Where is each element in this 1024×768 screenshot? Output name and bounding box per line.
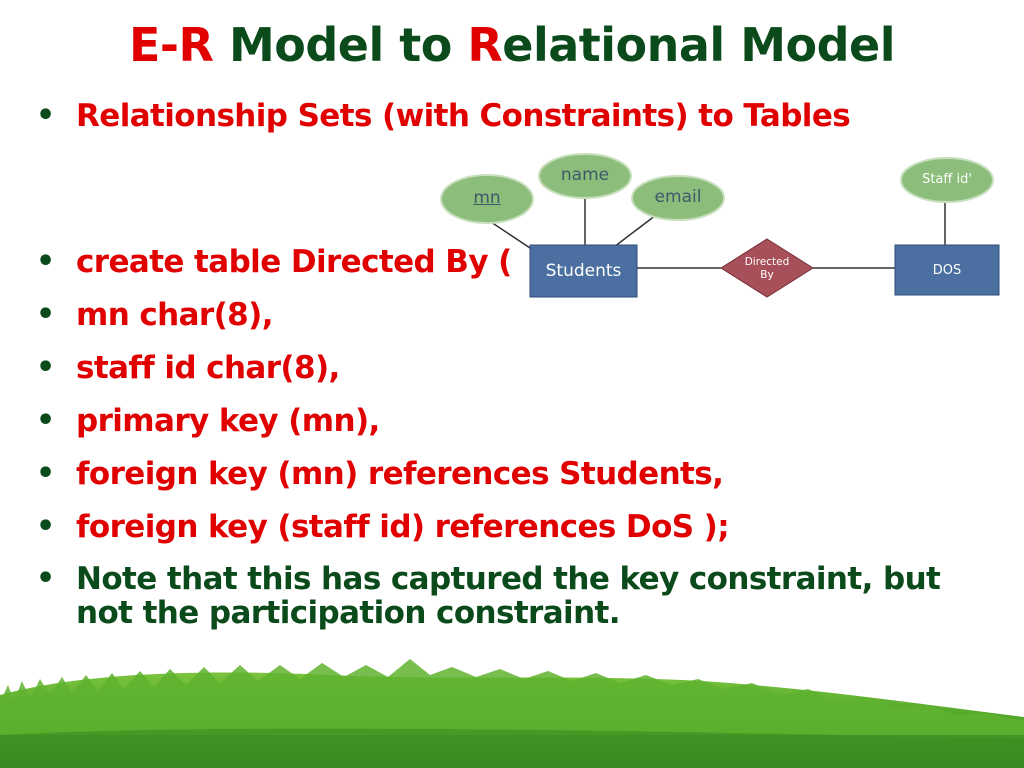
title-model-to: Model to: [213, 18, 468, 72]
bullet-item: foreign key (mn) references Students,: [30, 456, 990, 492]
title-er: E-R: [129, 18, 214, 72]
attribute-ellipse-staff-id: [900, 157, 994, 203]
bullet-item-note: Note that this has captured the key cons…: [30, 562, 990, 630]
attribute-staff-id-text: Staff id': [922, 172, 972, 187]
connector-line: [609, 211, 661, 251]
entity-dos-text: DOS: [932, 262, 962, 278]
attribute-name-text: name: [560, 165, 610, 185]
bullet-list: Relationship Sets (with Constraints) to …: [30, 98, 990, 630]
bullet-item: staff id char(8),: [30, 350, 990, 386]
attribute-mn-text: mn: [473, 188, 501, 208]
relationship-text-line2: By: [760, 269, 774, 281]
entity-box-dos: [894, 244, 1000, 296]
attribute-label-staff-id: Staff id': [909, 172, 985, 187]
attribute-ellipse-mn: [440, 174, 534, 224]
bullet-item: create table Directed By (: [30, 244, 990, 280]
entity-label-dos: DOS: [895, 245, 999, 295]
relationship-label: Directed By: [731, 254, 803, 284]
attribute-ellipse-email: [631, 175, 725, 221]
bullet-item: foreign key (staff id) references DoS );: [30, 509, 990, 545]
attribute-ellipse-name: [538, 153, 632, 199]
relationship-diamond: [720, 238, 814, 298]
attribute-email-text: email: [654, 187, 702, 207]
grass-decoration: [0, 659, 1024, 768]
entity-label-students: Students: [530, 245, 637, 297]
er-diagram-graphics: [440, 153, 1000, 298]
er-diagram: mn name email Staff id' Students DOS Dir…: [425, 150, 1015, 310]
attribute-label-email: email: [640, 187, 716, 207]
entity-box-students: [529, 244, 638, 298]
bullet-item: primary key (mn),: [30, 403, 990, 439]
title-elational-model: elational Model: [502, 18, 895, 72]
slide-title: E-R Model to Relational Model: [0, 18, 1024, 72]
relationship-text-line1: Directed: [744, 256, 790, 268]
entity-students-text: Students: [545, 261, 622, 281]
attribute-label-mn: mn: [449, 188, 525, 208]
attribute-label-name: name: [547, 165, 623, 185]
bullet-item: mn char(8),: [30, 297, 990, 333]
bullet-item: Relationship Sets (with Constraints) to …: [30, 98, 990, 134]
title-r: R: [467, 18, 503, 72]
